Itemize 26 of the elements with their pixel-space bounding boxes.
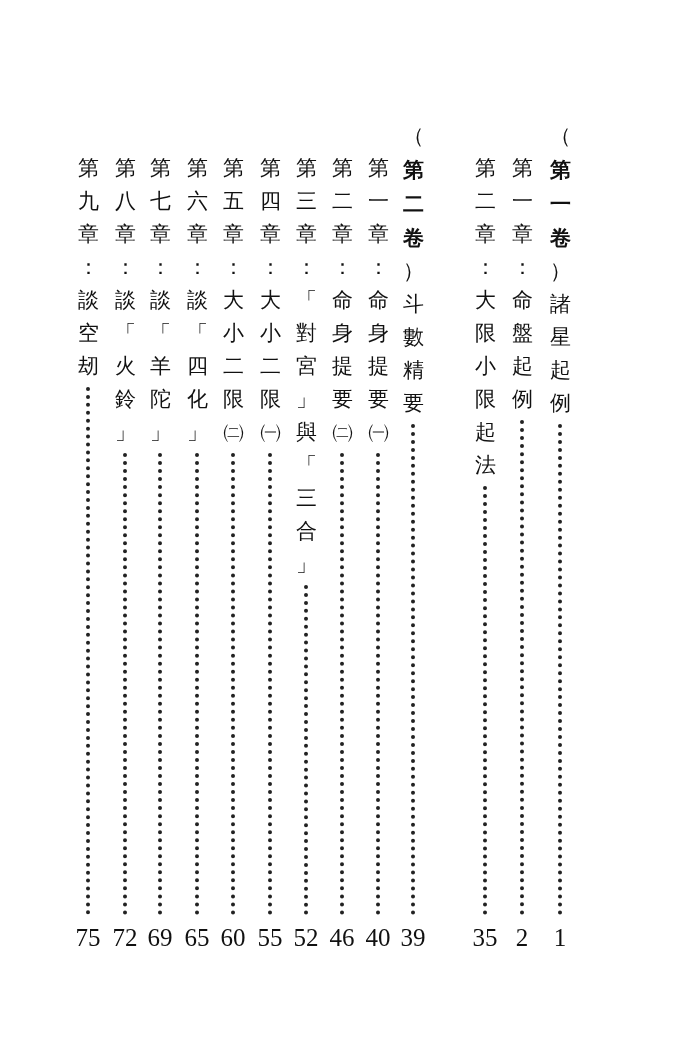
chapter-title: 第三章：「對宮」與「三合」 xyxy=(294,152,318,915)
chapter-title: （第一卷）諸星起例 xyxy=(548,120,572,915)
page-number: 72 xyxy=(111,925,139,950)
chapter-title: 第四章：大小二限㈠ xyxy=(258,152,282,915)
chapter-title: 第六章：談「四化」 xyxy=(185,152,209,915)
page-number: 65 xyxy=(183,925,211,950)
chapter-title: （第二卷）斗數精要 xyxy=(401,120,425,915)
chapter-title: 第一章：命身提要㈠ xyxy=(366,152,390,915)
chapter-title: 第五章：大小二限㈡ xyxy=(221,152,245,915)
page-number: 35 xyxy=(471,925,499,950)
page-number: 1 xyxy=(552,925,568,950)
page-number: 46 xyxy=(328,925,356,950)
page-number: 60 xyxy=(219,925,247,950)
page-number: 40 xyxy=(364,925,392,950)
chapter-title: 第一章：命盤起例 xyxy=(510,152,534,915)
chapter-title: 第七章：談「羊陀」 xyxy=(148,152,172,915)
page-number: 52 xyxy=(292,925,320,950)
page-number: 39 xyxy=(399,925,427,950)
page-number: 2 xyxy=(514,925,530,950)
chapter-title: 第二章：命身提要㈡ xyxy=(330,152,354,915)
page-number: 69 xyxy=(146,925,174,950)
page-number: 55 xyxy=(256,925,284,950)
chapter-title: 第八章：談「火鈴」 xyxy=(113,152,137,915)
chapter-title: 第九章：談空刼 xyxy=(76,152,100,915)
chapter-title: 第二章：大限小限起法 xyxy=(473,152,497,915)
page-number: 75 xyxy=(74,925,102,950)
